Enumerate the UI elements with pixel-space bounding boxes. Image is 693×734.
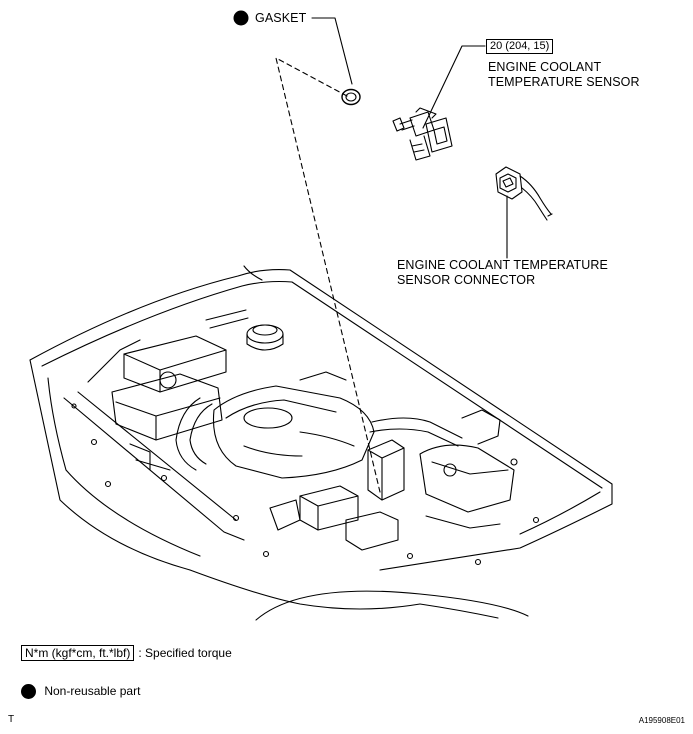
connector-label-line2: SENSOR CONNECTOR — [397, 273, 536, 287]
coolant-temperature-sensor — [392, 107, 453, 161]
figure-id: A195908E01 — [638, 716, 685, 725]
legend-torque-desc: : Specified torque — [138, 646, 232, 660]
legend-torque-unit: N*m (kgf*cm, ft.*lbf) — [21, 645, 135, 661]
gasket-nonreusable-dot — [233, 10, 249, 26]
install-dashed-guide — [275, 57, 381, 493]
footer-left-mark: T — [8, 714, 15, 725]
gasket-leader — [311, 17, 353, 85]
torque-spec-box: 20 (204, 15) — [486, 39, 554, 54]
legend-nonreusable: Non-reusable part — [21, 683, 141, 700]
leader-lines — [275, 17, 508, 493]
engine-components — [111, 309, 515, 551]
sensor-connector — [495, 166, 553, 221]
legend-nonreusable-desc: Non-reusable part — [44, 684, 141, 698]
nonreusable-dot-icon — [21, 684, 36, 700]
sensor-label-line2: TEMPERATURE SENSOR — [488, 75, 640, 89]
legend-torque: N*m (kgf*cm, ft.*lbf): Specified torque — [21, 645, 232, 661]
sensor-leader — [422, 45, 486, 129]
gasket-ring — [341, 88, 361, 106]
vehicle-body — [29, 265, 613, 621]
gasket-label: GASKET — [255, 11, 307, 25]
sensor-label-line1: ENGINE COOLANT — [488, 60, 602, 74]
connector-label-line1: ENGINE COOLANT TEMPERATURE — [397, 258, 608, 272]
